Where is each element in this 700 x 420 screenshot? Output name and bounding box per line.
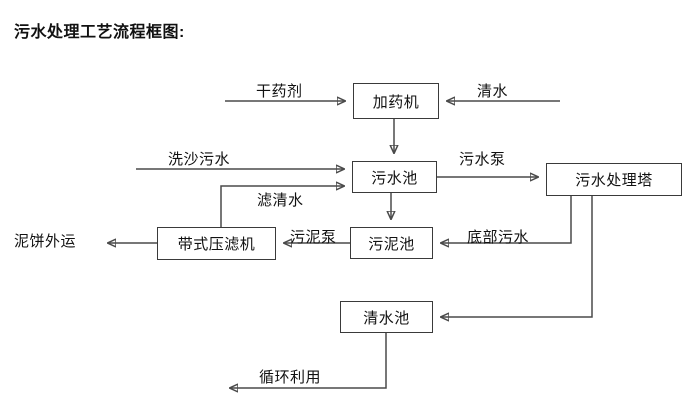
terminal-label-mud-cake-out: 泥饼外运	[14, 233, 77, 250]
edge-label-clean-water-in: 清水	[477, 83, 509, 100]
edge-label-filtered-water: 滤清水	[257, 192, 304, 209]
edge-label-sludge-pump: 污泥泵	[290, 229, 337, 246]
node-clean-water-pool[interactable]: 清水池	[340, 301, 433, 333]
edge-label-sewage-pump: 污水泵	[459, 151, 506, 168]
node-treatment-tower[interactable]: 污水处理塔	[546, 163, 682, 196]
node-sludge-pool[interactable]: 污泥池	[350, 227, 433, 259]
edge-label-recycle-use: 循环利用	[259, 369, 322, 386]
node-dosing-machine[interactable]: 加药机	[353, 83, 439, 119]
edge-treatment-tower-to-clean-water-pool	[441, 196, 593, 317]
node-wastewater-pool[interactable]: 污水池	[352, 161, 437, 193]
edge-label-sand-wash-water: 洗沙污水	[168, 151, 231, 168]
edge-label-dry-reagent: 干药剂	[256, 83, 303, 100]
node-belt-filter-press[interactable]: 带式压滤机	[157, 227, 276, 260]
edge-label-bottom-sewage: 底部污水	[467, 229, 530, 246]
page-title: 污水处理工艺流程框图:	[14, 24, 185, 41]
